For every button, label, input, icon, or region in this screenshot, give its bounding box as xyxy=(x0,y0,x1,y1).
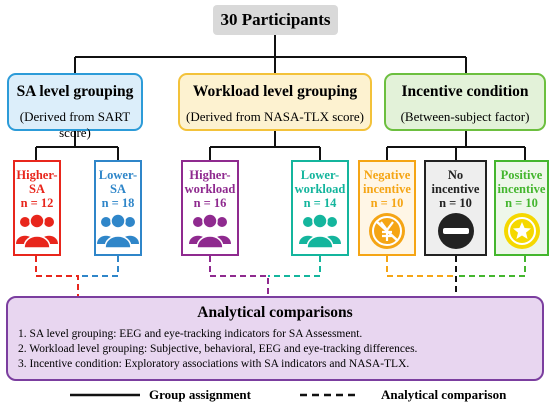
minus-circle-icon xyxy=(437,213,474,249)
people-group-icon xyxy=(299,213,341,249)
grouping-title: Incentive condition xyxy=(401,83,529,100)
lower-sa-box: Lower- SA n = 18 xyxy=(94,160,142,256)
legend-dashed-label: Analytical comparison xyxy=(381,387,507,402)
people-group-icon xyxy=(189,213,231,249)
analysis-title: Analytical comparisons xyxy=(197,304,353,321)
incentive-condition-box: Incentive condition (Between-subject fac… xyxy=(384,73,546,131)
assignment-lines xyxy=(35,35,526,160)
analysis-item: 2. Workload level grouping: Subjective, … xyxy=(18,343,418,355)
sa-level-grouping-box: SA level grouping (Derived from SART sco… xyxy=(7,73,143,140)
comparison-lines xyxy=(35,256,526,296)
category-label-line2: incentive xyxy=(431,182,480,196)
category-count: n = 10 xyxy=(505,196,538,210)
category-count: n = 10 xyxy=(439,196,472,210)
category-label-line2: incentive xyxy=(497,182,546,196)
positive-incentive-box: Positive incentive n = 10 xyxy=(494,160,549,256)
workload-level-grouping-box: Workload level grouping (Derived from NA… xyxy=(178,73,372,131)
category-label-line2: SA xyxy=(110,182,126,196)
star-medal-icon xyxy=(503,213,540,249)
grouping-subtitle: (Derived from NASA-TLX score) xyxy=(186,109,364,124)
no-incentive-box: No incentive n = 10 xyxy=(424,160,487,256)
grouping-title: SA level grouping xyxy=(16,83,134,100)
category-label-line1: Lower- xyxy=(300,168,340,182)
grouping-title: Workload level grouping xyxy=(192,83,358,100)
yen-crossed-icon xyxy=(369,213,405,249)
grouping-subtitle: (Derived from SART score) xyxy=(19,109,131,140)
category-count: n = 18 xyxy=(101,196,135,210)
negative-incentive-box: Negative incentive n = 10 xyxy=(358,160,416,256)
category-label-line1: No xyxy=(447,168,464,182)
category-label-line1: Higher- xyxy=(189,168,231,182)
category-label-line2: workload xyxy=(294,182,346,196)
higher-workload-box: Higher- workload n = 16 xyxy=(181,160,239,256)
higher-sa-box: Higher- SA n = 12 xyxy=(13,160,61,256)
category-label-line2: workload xyxy=(184,182,236,196)
analysis-item: 1. SA level grouping: EEG and eye-tracki… xyxy=(18,328,363,340)
category-label-line1: Lower- xyxy=(98,168,138,182)
people-group-icon xyxy=(97,213,139,249)
legend-solid-label: Group assignment xyxy=(149,387,251,402)
category-label-line1: Positive xyxy=(500,168,543,182)
category-label-line2: SA xyxy=(29,182,45,196)
grouping-subtitle: (Between-subject factor) xyxy=(400,109,530,124)
people-group-icon xyxy=(16,213,58,249)
category-count: n = 14 xyxy=(303,196,337,210)
lower-workload-box: Lower- workload n = 14 xyxy=(291,160,349,256)
category-label-line1: Negative xyxy=(363,168,411,182)
category-count: n = 16 xyxy=(193,196,227,210)
analysis-item: 3. Incentive condition: Exploratory asso… xyxy=(18,358,410,370)
analysis-list: 1. SA level grouping: EEG and eye-tracki… xyxy=(18,327,542,372)
category-label-line2: incentive xyxy=(363,182,411,196)
category-count: n = 10 xyxy=(370,196,404,210)
analytical-comparisons-box: Analytical comparisons 1. SA level group… xyxy=(6,296,544,381)
participants-box: 30 Participants xyxy=(213,5,338,35)
category-label-line1: Higher- xyxy=(16,168,58,182)
category-count: n = 12 xyxy=(20,196,54,210)
